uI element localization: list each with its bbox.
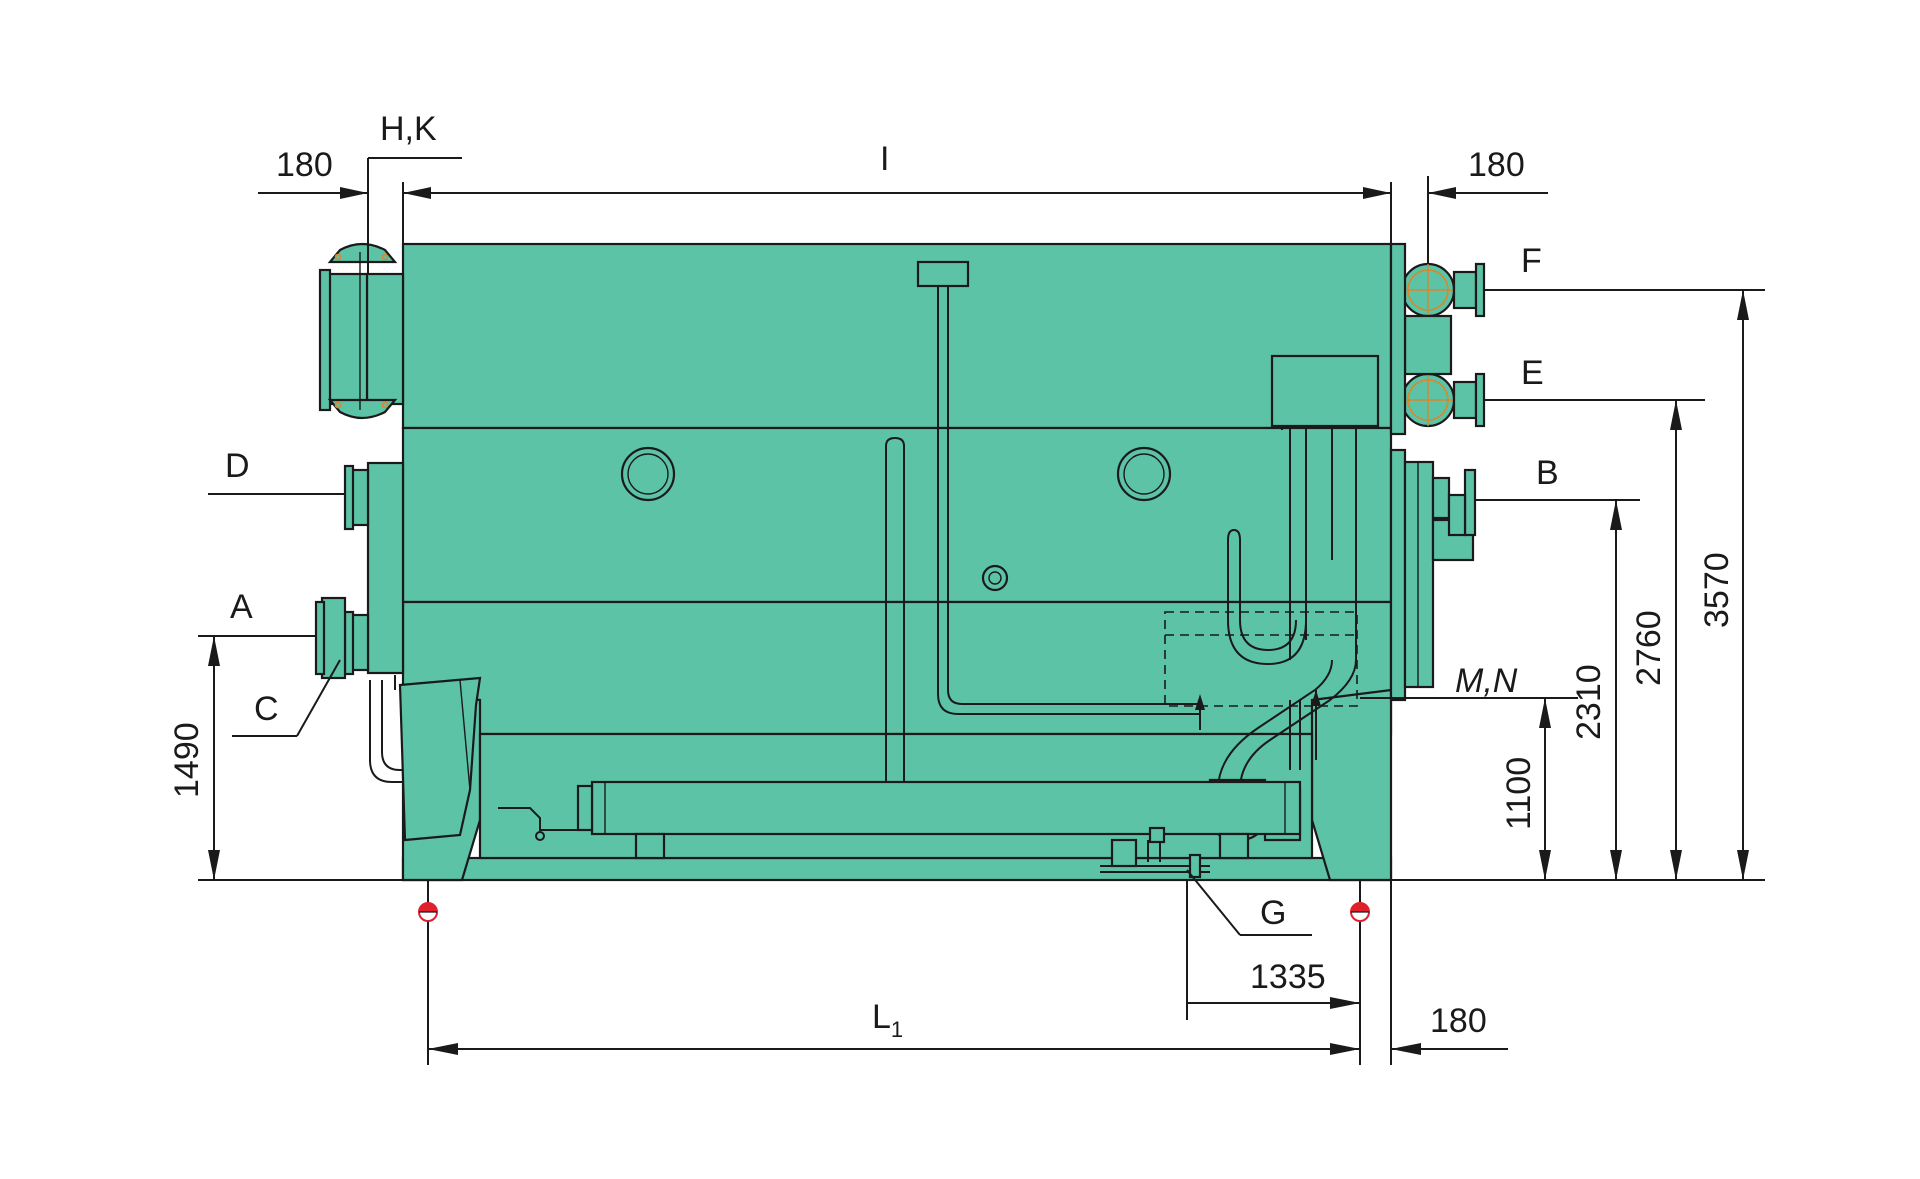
solution-heat-exchanger — [498, 780, 1302, 860]
left-drain-pipe — [369, 680, 403, 783]
left-vertical-pipe — [885, 436, 905, 782]
dim-height-mn: 1100 — [1500, 757, 1538, 830]
sight-glass-right — [1116, 446, 1172, 502]
right-water-box-lower — [1389, 448, 1477, 702]
purge-tube — [916, 260, 1200, 715]
hidden-component-outline — [1164, 611, 1358, 707]
label-d: D — [225, 447, 250, 485]
dim-height-d: 2310 — [1570, 664, 1608, 740]
label-g: G — [1260, 894, 1286, 932]
label-mn: M,N — [1455, 662, 1518, 700]
left-water-box-lower — [314, 461, 405, 690]
dim-overall-length: I — [880, 140, 889, 178]
drain-valve — [1100, 826, 1210, 879]
dim-g-offset: 1335 — [1250, 958, 1326, 996]
dim-top-right-offset: 180 — [1468, 146, 1525, 184]
unit-shell — [398, 242, 1393, 882]
dim-anchor-spacing: L1 — [872, 998, 903, 1042]
left-dimension-stack — [198, 493, 403, 881]
inspection-port — [981, 564, 1009, 592]
mn-leader — [1195, 690, 1321, 760]
dim-height-f: 3570 — [1698, 552, 1736, 628]
left-water-box-upper — [318, 242, 405, 420]
top-dimension-chain — [258, 157, 1548, 274]
label-hk: H,K — [380, 110, 437, 148]
sight-glass-left — [620, 446, 676, 502]
dim-top-left-offset: 180 — [276, 146, 333, 184]
anchor-marker-left — [418, 902, 438, 922]
control-box — [1270, 354, 1380, 428]
right-water-box-upper — [1389, 242, 1486, 436]
label-c: C — [254, 690, 279, 728]
dim-bottom-right-offset: 180 — [1430, 1002, 1487, 1040]
dim-height-e: 2760 — [1630, 610, 1668, 686]
label-e: E — [1521, 354, 1544, 392]
right-dimension-stack — [1360, 289, 1765, 881]
label-f: F — [1521, 242, 1542, 280]
label-a: A — [230, 588, 253, 626]
dim-height-a: 1490 — [168, 722, 206, 798]
label-b: B — [1536, 454, 1559, 492]
anchor-marker-right — [1350, 902, 1370, 922]
bottom-dimension-chain — [427, 869, 1508, 1065]
